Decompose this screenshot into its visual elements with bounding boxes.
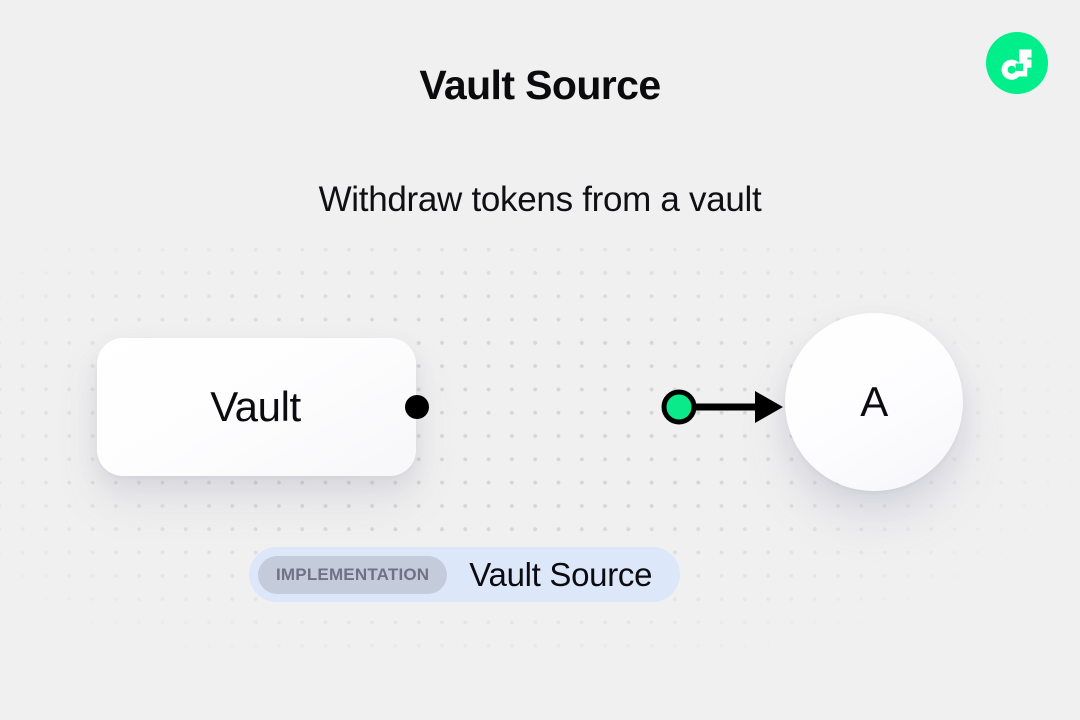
implementation-kind-label: IMPLEMENTATION [276,564,430,584]
graph-node-vault[interactable]: Vault [97,338,416,476]
graph-node-a-label: A [860,378,888,425]
implementation-kind-pill: IMPLEMENTATION [258,555,448,594]
implementation-name: Vault Source [469,555,653,593]
page-subtitle: Withdraw tokens from a vault [318,180,762,219]
graph-edge-source-handle[interactable] [405,395,429,419]
page-title: Vault Source [419,62,661,108]
graph-edge-midpoint-handle[interactable] [661,389,697,425]
graph-node-vault-label: Vault [210,383,301,430]
flow-logo-icon [986,32,1048,94]
implementation-badge[interactable]: IMPLEMENTATION Vault Source [249,547,681,602]
graph-node-a[interactable]: A [785,313,963,491]
graph-edge-arrowhead [755,391,783,423]
